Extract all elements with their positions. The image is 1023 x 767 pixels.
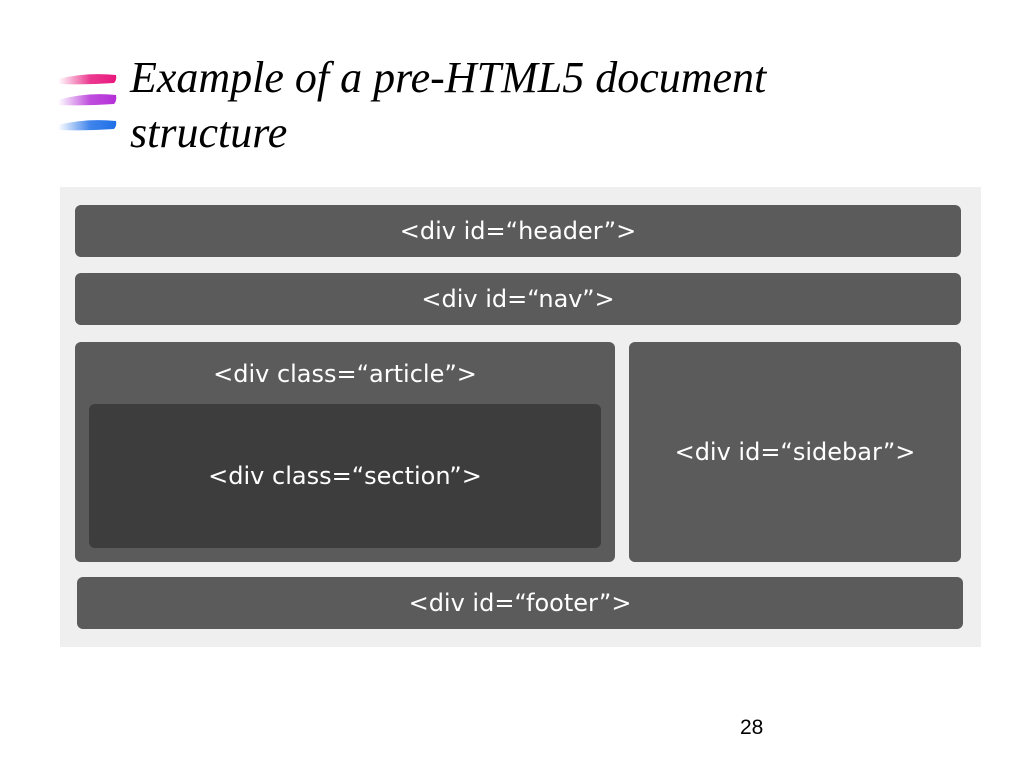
footer-block: <div id=“footer”> (77, 577, 963, 629)
nav-block: <div id=“nav”> (75, 273, 961, 325)
document-structure-diagram: <div id=“header”> <div id=“nav”> <div cl… (60, 187, 981, 647)
page-number: 28 (740, 716, 764, 739)
brush-strokes-icon (58, 74, 117, 131)
slide-title-line-2: structure (130, 108, 288, 157)
section-block: <div class=“section”> (89, 404, 601, 548)
slide-title: Example of a pre-HTML5 document structur… (130, 50, 990, 160)
slide-title-line-1: Example of a pre-HTML5 document (130, 53, 767, 102)
sidebar-block: <div id=“sidebar”> (629, 342, 961, 562)
header-block: <div id=“header”> (75, 205, 961, 257)
